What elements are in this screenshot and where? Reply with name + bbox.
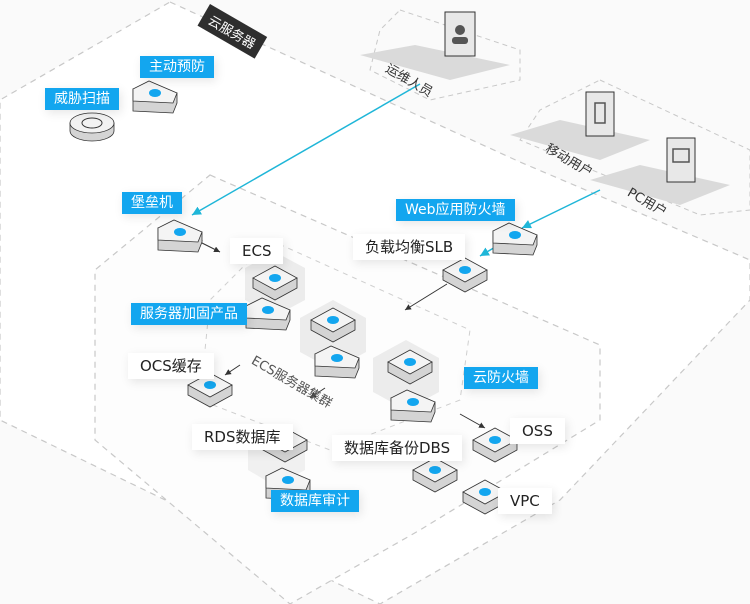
oss-label: OSS — [510, 418, 565, 444]
oss-node — [472, 427, 518, 463]
slb-to-cluster-connector — [404, 283, 448, 311]
cloud-firewall-label: 云防火墙 — [464, 367, 538, 389]
waf-label: Web应用防火墙 — [396, 199, 515, 221]
ops-user-device-icon — [444, 11, 476, 57]
ocs-node — [187, 372, 233, 408]
mobile-user-platform — [510, 120, 650, 160]
ecs-server-node-3 — [387, 349, 433, 385]
service-icon — [429, 466, 441, 474]
service-icon — [327, 316, 339, 324]
shield-icon — [174, 228, 186, 236]
ops-user-zone — [369, 9, 521, 101]
waf-node — [492, 222, 538, 256]
shield-icon — [509, 231, 521, 239]
hardening-node-3 — [390, 389, 436, 423]
client-users-zone — [519, 79, 750, 216]
cluster-to-rds-connector — [309, 387, 326, 399]
client-to-waf-connector — [521, 189, 601, 229]
ops-to-bastion-connector — [191, 83, 421, 216]
proactive-defense-label: 主动预防 — [140, 56, 214, 78]
proactive-defense-node — [132, 80, 178, 114]
scan-icon — [81, 117, 103, 129]
shield-icon — [331, 354, 343, 362]
shield-icon — [149, 89, 161, 97]
service-icon — [459, 266, 471, 274]
hardening-node-2 — [314, 345, 360, 379]
pc-user-device-icon — [666, 137, 696, 183]
shield-icon — [262, 306, 274, 314]
threat-scan-node — [69, 112, 115, 142]
slb-label: 负载均衡SLB — [353, 234, 466, 260]
dbs-label: 数据库备份DBS — [332, 435, 463, 461]
service-icon — [204, 381, 216, 389]
ecs-label: ECS — [230, 238, 284, 264]
shield-icon — [407, 398, 419, 406]
service-icon — [269, 274, 281, 282]
rds-label: RDS数据库 — [192, 424, 293, 450]
ecs-server-node-2 — [310, 307, 356, 343]
vpc-label: VPC — [498, 488, 552, 514]
slb-node — [442, 257, 488, 293]
ops-user-platform — [360, 45, 510, 80]
pc-user-platform — [590, 165, 730, 205]
service-icon — [489, 436, 501, 444]
threat-scan-label: 威胁扫描 — [45, 88, 119, 110]
service-icon — [479, 488, 491, 496]
ocs-label: OCS缓存 — [128, 353, 214, 379]
shield-icon — [282, 476, 294, 484]
hardening-node-1 — [245, 297, 291, 331]
ecs-server-node-1 — [252, 265, 298, 301]
cluster-to-oss-connector — [459, 413, 486, 429]
mobile-user-device-icon — [585, 91, 615, 137]
db-audit-label: 数据库审计 — [271, 490, 359, 512]
server-hardening-label: 服务器加固产品 — [131, 303, 247, 325]
bastion-node — [157, 219, 203, 253]
cluster-to-ocs-connector — [224, 364, 241, 376]
bastion-label: 堡垒机 — [122, 192, 182, 214]
dbs-node — [412, 457, 458, 493]
service-icon — [404, 358, 416, 366]
